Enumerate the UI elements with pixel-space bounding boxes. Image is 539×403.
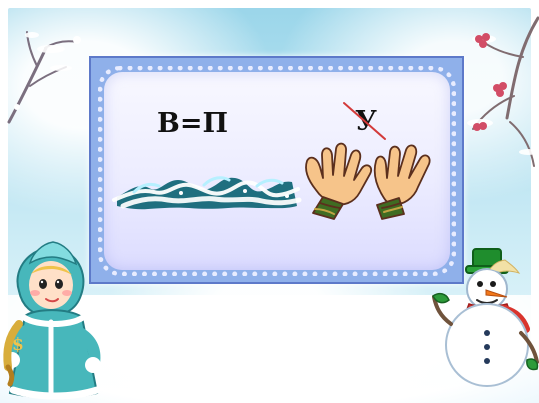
water-wave-icon: [112, 176, 302, 210]
snowman-icon: [432, 248, 539, 387]
formula-text: В=П: [157, 108, 228, 139]
frosty-branch-right-icon: [467, 16, 539, 167]
open-hands-icon: [305, 142, 431, 220]
snow-maiden-icon: $: [3, 241, 101, 400]
svg-text:$: $: [12, 335, 24, 355]
red-strike-line-icon: [343, 102, 386, 140]
frosty-branch-left-icon: [7, 31, 81, 124]
